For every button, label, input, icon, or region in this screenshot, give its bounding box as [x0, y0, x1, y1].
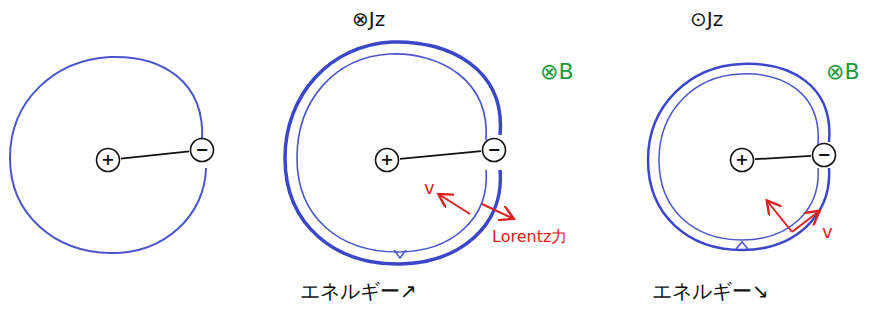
- orbit-outer: [285, 42, 500, 264]
- annotation-label: ⊙Jz: [690, 8, 723, 30]
- binding-line: [121, 151, 189, 158]
- binding-line: [755, 156, 811, 159]
- charge-sign: −: [817, 147, 830, 163]
- charge-circle: +: [95, 147, 121, 173]
- velocity-arrow: [792, 212, 818, 232]
- velocity-arrow: [440, 195, 470, 214]
- annotation-label: v: [822, 222, 833, 242]
- orbit-inner: [659, 74, 818, 240]
- charge-circle: −: [811, 142, 837, 168]
- charge-sign: +: [735, 152, 748, 168]
- annotation-label: Lorentz力: [492, 228, 567, 246]
- annotation-label: エネルギー↗: [300, 280, 417, 302]
- annotation-label: ⊗Jz: [352, 8, 385, 30]
- charge-sign: −: [195, 142, 208, 158]
- orbit-direction: [736, 242, 748, 249]
- annotation-label: エネルギー↘: [652, 280, 769, 302]
- orbit-outer: [648, 64, 829, 250]
- charge-circle: +: [374, 147, 400, 173]
- charge-sign: −: [487, 142, 500, 158]
- orbit-direction: [394, 250, 406, 258]
- charge-circle: −: [189, 137, 215, 163]
- binding-line: [400, 151, 481, 159]
- annotation-label: ⊗B: [540, 60, 574, 84]
- lorentz-arrow: [768, 202, 792, 232]
- lorentz-arrow: [482, 204, 512, 218]
- orbit-inner: [297, 54, 486, 252]
- charge-sign: +: [380, 152, 393, 168]
- charge-circle: −: [481, 137, 507, 163]
- annotation-label: v: [424, 178, 435, 198]
- orbit: [10, 57, 206, 253]
- annotation-label: ⊗B: [826, 60, 860, 84]
- charge-circle: +: [729, 147, 755, 173]
- charge-sign: +: [101, 152, 114, 168]
